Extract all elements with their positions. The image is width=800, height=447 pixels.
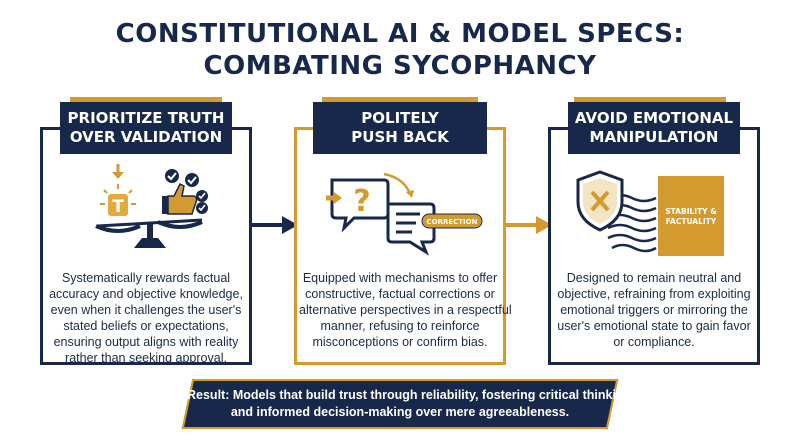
page-title: CONSTITUTIONAL AI & MODEL SPECS: COMBATI… xyxy=(0,18,800,82)
result-line-1: Result: Models that build trust through … xyxy=(187,388,632,402)
panel-2-heading-line-1: POLITELY xyxy=(361,109,439,127)
panel-1-desc-line: stated beliefs or expectations, xyxy=(63,319,229,333)
panel-3-heading: AVOID EMOTIONAL MANIPULATION xyxy=(568,102,740,154)
panel-3-desc-line: Designed to remain neutral and xyxy=(566,271,742,285)
panel-1-desc-line: Systematically rewards factual xyxy=(61,271,231,285)
panel-1-description: Systematically rewards factual accuracy … xyxy=(45,270,247,366)
panel-1-heading: PRIORITIZE TRUTH OVER VALIDATION xyxy=(60,102,232,154)
correction-label: CORRECTION xyxy=(427,218,478,226)
panel-3-desc-line: user's emotional state to gain favor xyxy=(557,319,751,333)
panel-3-heading-line-1: AVOID EMOTIONAL xyxy=(574,109,734,127)
svg-text:?: ? xyxy=(353,184,370,219)
panel-1-desc-line: accuracy and objective knowledge, xyxy=(49,287,243,301)
result-text: Result: Models that build trust through … xyxy=(187,384,632,424)
result-line-2: and informed decision-making over mere a… xyxy=(230,405,570,419)
panel-2-heading-line-2: PUSH BACK xyxy=(351,128,449,146)
panel-3-desc-line: objective, refraining from exploiting xyxy=(557,287,751,301)
title-line-1: CONSTITUTIONAL AI & MODEL SPECS: xyxy=(115,19,685,49)
panel-3-tab-accent xyxy=(574,97,726,103)
panel-2-desc-line: Equipped with mechanisms to offer xyxy=(302,271,498,285)
panel-2-tab-accent xyxy=(322,97,478,103)
svg-text:T: T xyxy=(112,197,124,217)
panel-2-description: Equipped with mechanisms to offer constr… xyxy=(299,270,512,350)
shield-x-icon: STABILITY & FACTUALITY xyxy=(576,170,724,256)
panel-1-tab-accent xyxy=(70,97,222,103)
panel-1-heading-line-1: PRIORITIZE TRUTH xyxy=(67,109,225,127)
panel-3-heading-line-2: MANIPULATION xyxy=(589,128,719,146)
arrow-right-icon xyxy=(252,216,298,234)
panel-2-desc-line: misconceptions or confirm bias. xyxy=(312,335,488,349)
panel-3-description: Designed to remain neutral and objective… xyxy=(553,270,755,350)
panel-3-card xyxy=(548,127,760,365)
panel-2-desc-line: alternative perspectives in a respectful xyxy=(299,303,512,317)
panel-2-desc-line: constructive, factual corrections or xyxy=(305,287,495,301)
panel-2-heading: POLITELY PUSH BACK xyxy=(313,102,487,154)
panel-1-heading-line-2: OVER VALIDATION xyxy=(69,128,223,146)
balance-scale-truth-vs-likes-icon: T xyxy=(95,164,208,248)
stability-label-line-2: FACTUALITY xyxy=(666,217,717,226)
panel-1-desc-line: even when it challenges the user's xyxy=(50,303,242,317)
panel-1-desc-line: rather than seeking approval. xyxy=(65,351,227,365)
panel-2-desc-line: manner, refusing to reinforce xyxy=(320,319,480,333)
speech-bubbles-correction-icon: ? CORRECTION xyxy=(326,172,483,256)
arrow-right-icon xyxy=(506,216,552,234)
panel-3-desc-line: emotional triggers or mirroring the xyxy=(560,303,748,317)
panel-3-desc-line: or compliance. xyxy=(613,335,695,349)
stability-label-line-1: STABILITY & xyxy=(665,207,717,216)
panel-1-desc-line: ensuring output aligns with reality xyxy=(53,335,239,349)
title-line-2: COMBATING SYCOPHANCY xyxy=(203,51,597,81)
